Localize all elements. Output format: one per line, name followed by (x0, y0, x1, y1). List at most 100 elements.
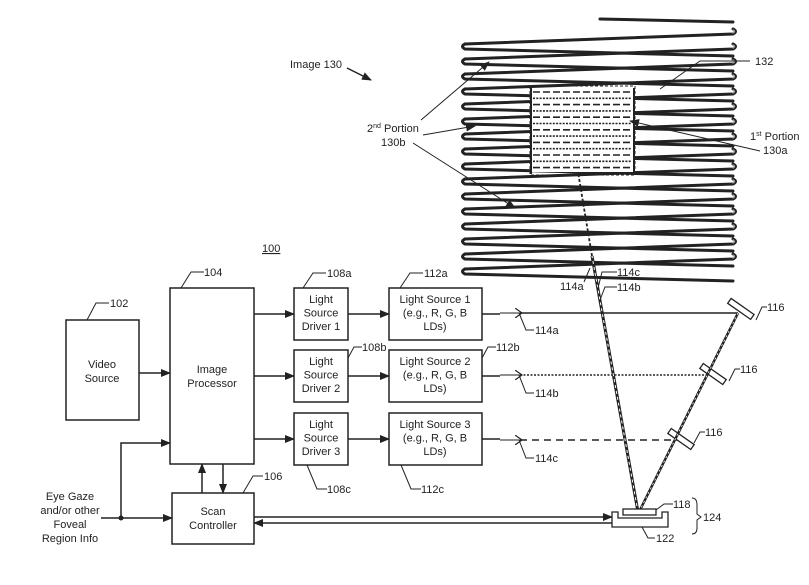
beam-114c-label: 114c (535, 453, 559, 465)
video-source-ref: 102 (110, 298, 128, 310)
svg-text:Controller: Controller (189, 520, 237, 532)
image-processor-ref-leader (180, 271, 204, 289)
source-3-ref-leader (400, 464, 421, 490)
svg-text:LDs): LDs) (423, 321, 446, 333)
second-portion-leader-1 (420, 61, 490, 121)
scan-line-forward (463, 237, 737, 256)
svg-text:Source: Source (304, 308, 339, 320)
combiner-mirror-1 (726, 297, 755, 321)
scanned-114b-leader (599, 286, 617, 301)
scan-line-turn (732, 89, 736, 94)
scan-line-return (461, 222, 735, 238)
scan-line-return (461, 177, 735, 193)
scan-controller-ref-leader (242, 475, 263, 494)
scan-line-turn (732, 194, 736, 199)
driver-1-ref-leader (302, 272, 326, 289)
scan-line-turn (732, 44, 736, 49)
scan-controller-block: Scan Controller (171, 492, 255, 545)
svg-text:Processor: Processor (187, 378, 237, 390)
scan-line-forward (463, 27, 737, 46)
scanned-114a-leader (583, 267, 591, 283)
scanned-114a-label: 114a (560, 281, 585, 293)
svg-text:Driver 2: Driver 2 (302, 383, 341, 395)
svg-text:(e.g., R, G, B: (e.g., R, G, B (403, 308, 467, 320)
svg-text:Light Source 3: Light Source 3 (400, 419, 471, 431)
svg-text:Image: Image (197, 364, 228, 376)
svg-text:Region Info: Region Info (42, 533, 98, 545)
svg-text:LDs): LDs) (423, 383, 446, 395)
scan-line-turn (732, 224, 736, 229)
scan-line-forward (463, 252, 737, 271)
scan-line-return (461, 237, 735, 253)
svg-text:Light Source 1: Light Source 1 (400, 294, 471, 306)
scan-line-turn (732, 29, 736, 34)
scan-line-turn (732, 119, 736, 124)
svg-text:(e.g., R, G, B: (e.g., R, G, B (403, 370, 467, 382)
scan-line-forward (463, 42, 737, 61)
raster-scan-lines (461, 17, 737, 283)
image-label-arrow (346, 67, 372, 81)
second-portion-label: 2nd Portion (367, 123, 419, 135)
scan-line-start (598, 17, 735, 24)
combiner-3-leader (693, 431, 705, 444)
scan-line-forward (463, 192, 737, 211)
assembly-bracket (691, 497, 702, 535)
svg-text:(e.g., R, G, B: (e.g., R, G, B (403, 433, 467, 445)
scan-line-forward (463, 132, 737, 151)
driver-1-ref: 108a (327, 268, 352, 280)
second-portion-ref: 130b (381, 137, 405, 149)
combiner-3-label: 116 (705, 427, 723, 439)
scan-line-return (461, 42, 735, 58)
beam-114c-leader (518, 439, 534, 459)
scan-line-return (461, 267, 735, 283)
first-portion-leader (629, 119, 761, 152)
first-portion-ref: 130a (763, 145, 788, 157)
scan-line-return (461, 117, 735, 133)
image-processor-block: Image Processor (169, 287, 255, 465)
svg-text:Light: Light (309, 419, 333, 431)
beam-114b-leader (518, 374, 534, 394)
video-source-ref-leader (86, 302, 109, 321)
assembly-ref: 124 (703, 512, 721, 524)
driver-3-ref-leader (306, 464, 327, 490)
scan-line-turn (732, 104, 736, 109)
scan-line-forward (463, 177, 737, 196)
svg-text:Driver 1: Driver 1 (302, 321, 341, 333)
mount-ref-leader (641, 526, 655, 539)
scan-line-turn (732, 74, 736, 79)
scan-line-forward (463, 162, 737, 181)
scan-line-forward (463, 87, 737, 106)
second-portion-leader-2 (422, 123, 476, 136)
scan-line-return (461, 57, 735, 73)
scan-line-return (461, 132, 735, 148)
svg-text:Scan: Scan (200, 506, 225, 518)
driver-2-ref-leader (347, 346, 362, 359)
svg-text:LDs): LDs) (423, 446, 446, 458)
svg-text:Eye Gaze: Eye Gaze (46, 491, 94, 503)
scan-controller-ref: 106 (264, 471, 282, 483)
scanned-114b-label: 114b (617, 282, 641, 294)
image-label: Image 130 (290, 59, 342, 71)
scanning-mirror (622, 508, 657, 516)
scanned-beam-upper (577, 171, 593, 257)
scanned-beam-dots (591, 255, 639, 513)
scan-line-return (461, 87, 735, 103)
region-ref-leader (659, 60, 750, 90)
svg-text:and/or other: and/or other (40, 505, 100, 517)
junction-dot (118, 515, 124, 521)
second-portion-leader-3 (412, 142, 516, 209)
scan-line-return (461, 192, 735, 208)
scan-line-forward (463, 102, 737, 121)
scan-line-forward (463, 57, 737, 76)
system-ref: 100 (262, 243, 280, 255)
driver-3-ref: 108c (327, 484, 351, 496)
eye-gaze-to-processor-arrow (120, 439, 171, 518)
video-source-block: Video Source (65, 319, 140, 421)
svg-text:Light: Light (309, 294, 333, 306)
beam-114b-label: 114b (535, 388, 559, 400)
svg-text:Source: Source (85, 373, 120, 385)
